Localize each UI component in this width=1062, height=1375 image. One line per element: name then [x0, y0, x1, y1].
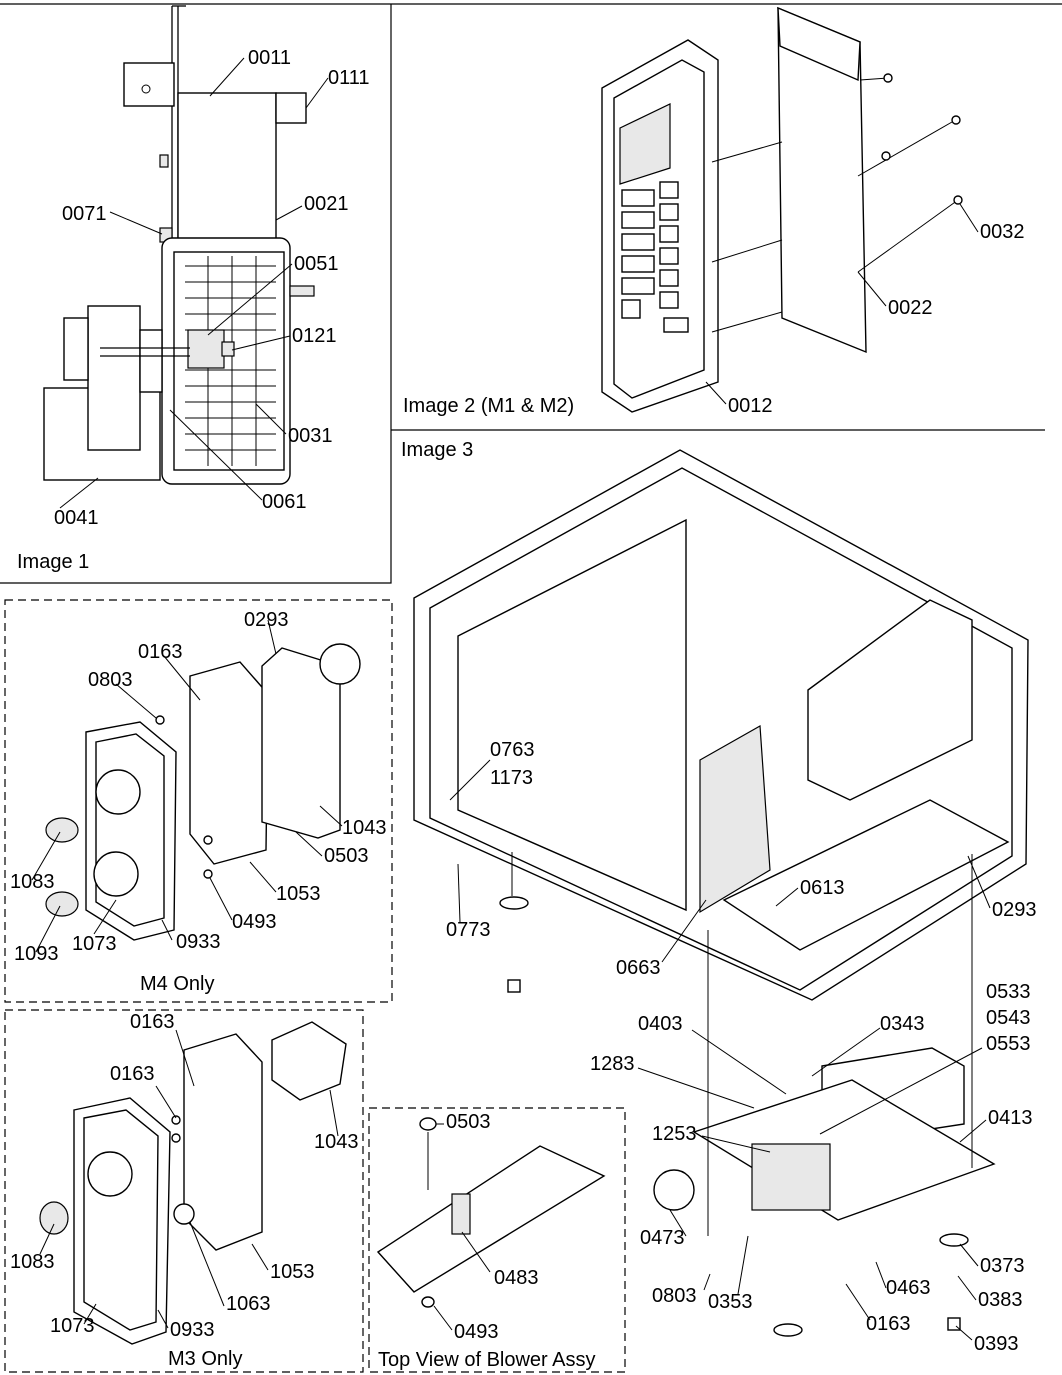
callout-label: 0343 [880, 1013, 925, 1035]
m4-assembly [45, 643, 361, 941]
callout-label: 1173 [490, 767, 533, 789]
callout-label: 1053 [270, 1261, 315, 1283]
keypad [621, 181, 689, 333]
callout-label: 0163 [110, 1063, 155, 1085]
callout-label: 0803 [88, 669, 133, 691]
leader-lines [31, 57, 991, 1341]
callout-label: 0012 [728, 395, 773, 417]
callout-label: 1283 [590, 1053, 635, 1075]
callout-label: 0483 [494, 1267, 539, 1289]
callout-label: 0493 [232, 911, 277, 933]
callout-label: 0503 [324, 845, 369, 867]
callout-label: 0403 [638, 1013, 683, 1035]
callout-label: 0293 [244, 609, 289, 631]
callout-label: 1253 [652, 1123, 697, 1145]
callout-label: 0803 [652, 1285, 697, 1307]
callout-label: 0061 [262, 491, 307, 513]
callout-label: 0413 [988, 1107, 1033, 1129]
callout-label: 0763 [490, 739, 535, 761]
callout-label: 1043 [342, 817, 387, 839]
image2-control-panel [601, 6, 963, 413]
callout-label: 0022 [888, 297, 933, 319]
image1-blower-assembly [43, 5, 315, 485]
callout-label: 1073 [50, 1315, 95, 1337]
callout-label: 0032 [980, 221, 1025, 243]
callout-label: 0041 [54, 507, 99, 529]
callout-label: 0163 [866, 1313, 911, 1335]
callout-label: 0553 [986, 1033, 1031, 1055]
panel-frames [0, 3, 1062, 1373]
callout-label: 0503 [446, 1111, 491, 1133]
callout-label: 0021 [304, 193, 349, 215]
callout-label: 0933 [170, 1319, 215, 1341]
blower-top-view [376, 1117, 606, 1308]
image3-cabinet [413, 449, 1029, 1337]
callout-label: 0663 [616, 957, 661, 979]
callout-label: 0373 [980, 1255, 1025, 1277]
blower-caption: Top View of Blower Assy [378, 1349, 596, 1371]
callout-label: 0773 [446, 919, 491, 941]
callout-label: 0533 [986, 981, 1031, 1003]
callout-label: 0543 [986, 1007, 1031, 1029]
callout-label: 0493 [454, 1321, 499, 1343]
callout-label: 1083 [10, 871, 55, 893]
callout-label: 1043 [314, 1131, 359, 1153]
callout-label: 0463 [886, 1277, 931, 1299]
callout-label: 0031 [288, 425, 333, 447]
callout-label: 0383 [978, 1289, 1023, 1311]
callout-label: 0111 [328, 67, 370, 89]
callout-label: 0473 [640, 1227, 685, 1249]
callout-label: 0163 [130, 1011, 175, 1033]
callout-label: 0071 [62, 203, 107, 225]
image2-caption: Image 2 (M1 & M2) [403, 395, 574, 417]
callout-label: 0293 [992, 899, 1037, 921]
callout-label: 0353 [708, 1291, 753, 1313]
callout-label: 0011 [248, 47, 291, 69]
callout-label: 1073 [72, 933, 117, 955]
callout-label: 0121 [292, 325, 337, 347]
callout-label: 0163 [138, 641, 183, 663]
callout-label: 0393 [974, 1333, 1019, 1355]
callout-label: 0613 [800, 877, 845, 899]
m3-caption: M3 Only [168, 1348, 242, 1370]
callout-label: 0933 [176, 931, 221, 953]
image1-caption: Image 1 [17, 551, 89, 573]
callout-label: 0051 [294, 253, 339, 275]
m4-caption: M4 Only [140, 973, 214, 995]
callout-label: 1083 [10, 1251, 55, 1273]
callout-label: 1093 [14, 943, 59, 965]
callout-label: 1053 [276, 883, 321, 905]
image3-caption: Image 3 [401, 439, 473, 461]
callout-label: 1063 [226, 1293, 271, 1315]
m3-assembly [39, 1021, 347, 1345]
